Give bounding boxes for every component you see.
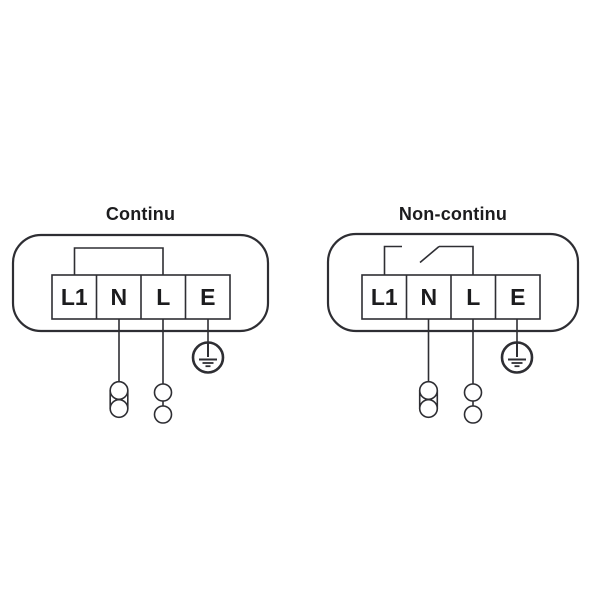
terminal-labels-non-continu: L1 N L E <box>362 275 540 319</box>
terminal-label-e: E <box>510 283 526 310</box>
inline-connector-icon <box>463 383 483 424</box>
diagram-non-continu <box>326 232 580 424</box>
terminal-label-e: E <box>200 283 216 310</box>
terminal-block <box>361 274 541 320</box>
socket-connector-icon <box>109 380 129 419</box>
diagram-continu <box>11 233 270 424</box>
terminal-label-n: N <box>110 283 128 310</box>
terminal-labels-continu: L1 N L E <box>52 275 230 319</box>
device-outline <box>11 233 270 333</box>
terminal-label-n: N <box>420 283 438 310</box>
bridge-wire <box>73 247 164 275</box>
terminal-label-l1: L1 <box>60 283 88 310</box>
protective-earth-icon <box>500 341 534 374</box>
terminal-label-l: L <box>466 283 481 310</box>
terminal-label-l: L <box>156 283 171 310</box>
protective-earth-icon <box>191 341 225 374</box>
device-outline <box>326 232 580 333</box>
terminal-label-l1: L1 <box>370 283 398 310</box>
terminal-block <box>51 274 231 320</box>
inline-connector-icon <box>153 383 173 424</box>
socket-connector-icon <box>418 380 439 419</box>
switch-contact <box>383 245 474 275</box>
diagram-title-continu: Continu <box>105 204 176 224</box>
diagram-title-non-continu: Non-continu <box>398 204 508 224</box>
